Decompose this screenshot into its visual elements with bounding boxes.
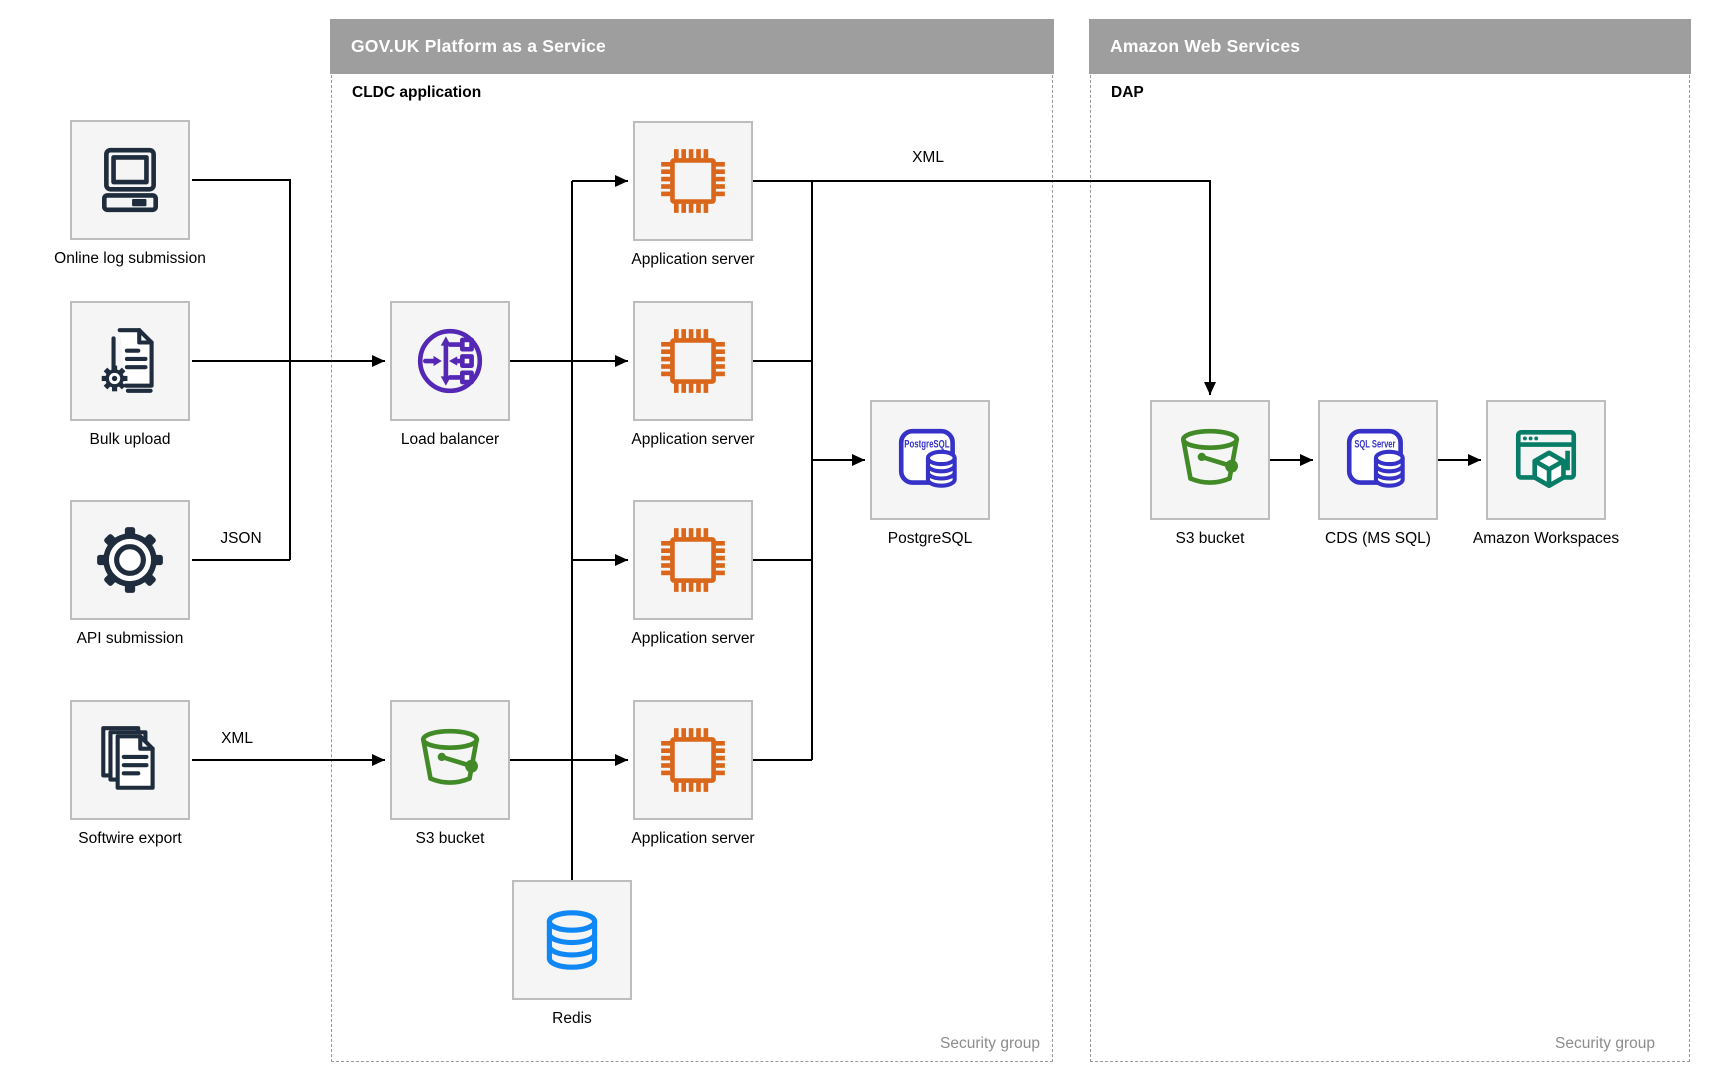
documents-stack-icon [101, 726, 155, 790]
node-label: Application server [631, 630, 755, 647]
node-label: S3 bucket [415, 830, 485, 847]
node-label: Application server [631, 251, 755, 268]
node-application-server-2: Application server [631, 301, 755, 448]
node-box [512, 880, 632, 1000]
node-application-server-3: Application server [631, 500, 755, 647]
node-amazon-workspaces: Amazon Workspaces [1473, 400, 1619, 547]
node-s3-bucket-aws: S3 bucket [1150, 400, 1270, 547]
node-online-log-submission: Online log submission [54, 120, 206, 267]
chip-icon [661, 528, 725, 592]
govuk-paas-container: GOV.UK Platform as a Service CLDC applic… [330, 19, 1054, 1062]
node-label: PostgreSQL [887, 530, 973, 547]
node-box [390, 700, 510, 820]
node-box [70, 700, 190, 820]
node-box: SQL Server [1318, 400, 1438, 520]
govuk-paas-title: GOV.UK Platform as a Service [351, 36, 606, 56]
node-box [633, 121, 753, 241]
workspaces-icon [1515, 429, 1577, 489]
edge-label-xml-top: XML [912, 149, 944, 166]
node-postgresql: PostgreSQL PostgreSQL [870, 400, 990, 547]
chip-icon [661, 329, 725, 393]
node-box [1150, 400, 1270, 520]
node-box [70, 120, 190, 240]
redis-database-icon [546, 910, 598, 970]
node-softwire-export: Softwire export [70, 700, 190, 847]
node-label: CDS (MS SQL) [1325, 530, 1431, 547]
aws-container: Amazon Web Services DAP Security group [1089, 19, 1691, 1062]
govuk-paas-header: GOV.UK Platform as a Service [330, 19, 1054, 74]
node-label: Load balancer [400, 431, 500, 448]
edge-label-xml-softwire: XML [221, 730, 253, 747]
node-box: PostgreSQL [870, 400, 990, 520]
node-application-server-1: Application server [631, 121, 755, 268]
dap-label: DAP [1111, 84, 1144, 101]
chip-icon [661, 728, 725, 792]
postgresql-icon: PostgreSQL [898, 428, 957, 488]
node-label: Bulk upload [89, 431, 171, 448]
node-label: Amazon Workspaces [1472, 530, 1620, 547]
node-label: Application server [631, 830, 755, 847]
node-api-submission: API submission [70, 500, 190, 647]
node-label: Application server [631, 431, 755, 448]
node-box [633, 500, 753, 620]
node-redis: Redis [512, 880, 632, 1027]
node-label: Softwire export [78, 830, 182, 847]
sql-server-icon: SQL Server [1346, 428, 1405, 488]
document-gear-icon [101, 328, 154, 393]
node-label: API submission [76, 630, 184, 647]
edge-label-json: JSON [220, 530, 262, 547]
node-box [70, 301, 190, 421]
node-box [633, 301, 753, 421]
aws-title: Amazon Web Services [1110, 36, 1301, 56]
sql-server-icon-text: SQL Server [1354, 439, 1396, 451]
node-bulk-upload: Bulk upload [70, 301, 190, 448]
govuk-security-group-label: Security group [940, 1035, 1040, 1052]
node-cds-ms-sql: SQL Server CDS (MS SQL) [1318, 400, 1438, 547]
aws-security-group-label: Security group [1555, 1035, 1655, 1052]
load-balancer-icon [417, 328, 483, 394]
s3-bucket-icon [420, 728, 480, 785]
postgresql-icon-text: PostgreSQL [904, 439, 950, 451]
cldc-application-label: CLDC application [352, 84, 482, 101]
s3-bucket-icon [1180, 428, 1240, 485]
computer-icon [101, 147, 159, 213]
aws-header: Amazon Web Services [1089, 19, 1691, 74]
chip-icon [661, 149, 725, 213]
node-label: Redis [552, 1010, 592, 1027]
node-box [633, 700, 753, 820]
node-box [1486, 400, 1606, 520]
node-label: S3 bucket [1175, 530, 1245, 547]
node-load-balancer: Load balancer [390, 301, 510, 448]
node-label: Online log submission [54, 250, 206, 267]
node-box [70, 500, 190, 620]
gear-icon [97, 527, 163, 593]
node-box [390, 301, 510, 421]
node-application-server-4: Application server [631, 700, 755, 847]
node-s3-bucket-govuk: S3 bucket [390, 700, 510, 847]
